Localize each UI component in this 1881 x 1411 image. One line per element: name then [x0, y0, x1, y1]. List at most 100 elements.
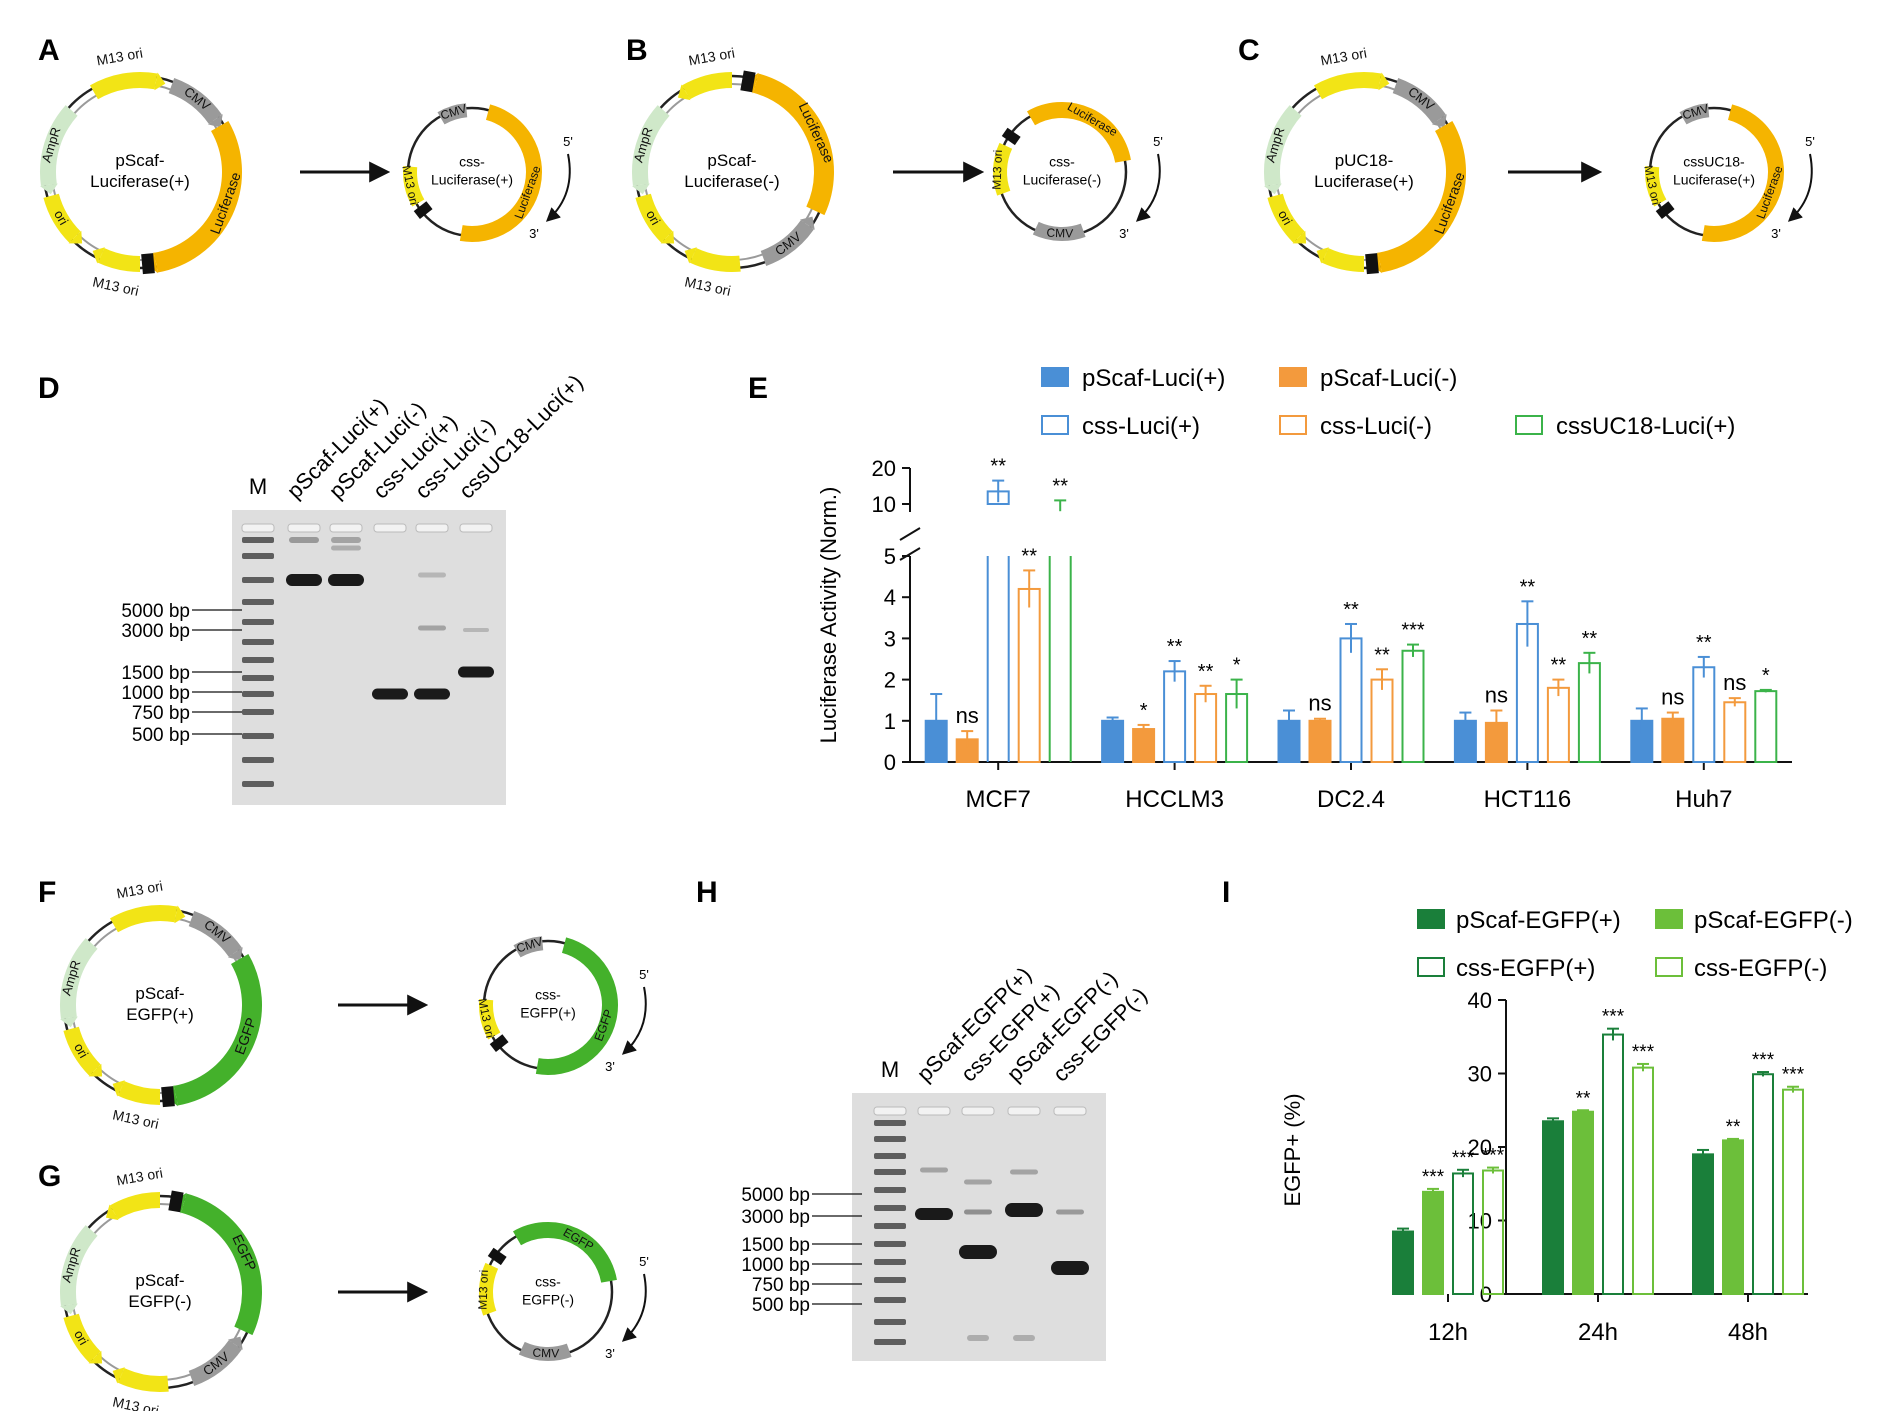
label-m13-top: M13 ori — [115, 1165, 164, 1189]
m13-ori-segment-tip — [105, 1204, 119, 1221]
significance-label: ** — [1021, 545, 1037, 567]
y-tick-label: 1 — [884, 709, 896, 734]
ladder-band — [242, 675, 274, 681]
ampr-segment-tip — [1263, 183, 1282, 195]
css-gene-segment — [1701, 104, 1784, 242]
ladder-band — [874, 1319, 906, 1325]
significance-label: ** — [1167, 636, 1183, 658]
bar — [1752, 1073, 1774, 1295]
css-marker — [1001, 127, 1021, 146]
m13-ori-segment — [110, 1192, 161, 1220]
m13-ori-bottom-segment-tip — [112, 1080, 125, 1097]
css-label-m13: M13 ori — [475, 997, 497, 1039]
panel-label-a: A — [38, 34, 60, 67]
legend-swatch — [1417, 909, 1445, 929]
ori-segment — [63, 1313, 101, 1363]
css-name: EGFP(-) — [522, 1292, 574, 1308]
significance-label: ** — [1582, 628, 1598, 650]
legend-label: cssUC18-Luci(+) — [1556, 413, 1735, 440]
scaffold-marker — [1365, 253, 1379, 275]
scaffold-marker — [161, 1086, 175, 1108]
significance-label: ns — [1485, 683, 1508, 708]
significance-label: ns — [1723, 670, 1746, 695]
x-tick-label: MCF7 — [966, 786, 1031, 813]
ampr-segment — [632, 105, 670, 186]
ampr-segment — [60, 1225, 98, 1306]
m13-ori-segment — [110, 905, 178, 933]
significance-label: * — [1140, 700, 1148, 722]
css-name: Luciferase(-) — [1023, 172, 1102, 188]
size-label: 1000 bp — [741, 1255, 810, 1276]
css-cmv-segment — [437, 103, 468, 125]
ori-segment — [63, 1026, 101, 1076]
m13-ori-bottom-segment — [689, 248, 741, 272]
legend-swatch — [1279, 415, 1307, 435]
legend-label: css-EGFP(-) — [1694, 955, 1827, 982]
cmv-segment-tip — [207, 114, 223, 128]
plasmid-name: Luciferase(+) — [1314, 172, 1414, 191]
bar — [1542, 1120, 1564, 1296]
five-prime-label: 5' — [639, 967, 649, 982]
bar — [1422, 1190, 1444, 1295]
x-tick-label: 12h — [1428, 1319, 1468, 1346]
gel-well — [873, 1106, 907, 1116]
axis-break-mark — [899, 547, 921, 561]
ori-segment — [43, 193, 81, 243]
label-ori: ori — [71, 1327, 91, 1347]
ori-segment-tip — [88, 1063, 103, 1077]
cmv-segment-tip — [799, 216, 815, 230]
bar — [1692, 1153, 1714, 1295]
label-m13-bottom: M13 ori — [91, 273, 140, 298]
gel-band — [967, 1335, 989, 1341]
panel-label-c: C — [1238, 34, 1260, 67]
significance-label: *** — [1482, 1146, 1505, 1167]
gel-band — [920, 1167, 948, 1173]
bar — [1132, 728, 1156, 763]
bar-lower-part — [986, 556, 1010, 762]
gel-band — [458, 666, 494, 678]
ladder-band — [874, 1223, 906, 1229]
ori-segment — [1267, 193, 1305, 243]
m13-ori-bottom-segment — [117, 1081, 161, 1105]
legend-swatch — [1041, 415, 1069, 435]
gene-segment — [1377, 121, 1466, 273]
ladder-band — [242, 691, 274, 697]
panel-label-f: F — [38, 876, 56, 909]
panel-label-e: E — [748, 372, 768, 405]
bar — [1452, 1172, 1474, 1295]
cmv-segment-tip — [227, 1336, 243, 1350]
panel-label-h: H — [696, 876, 718, 909]
size-label: 500 bp — [752, 1295, 810, 1316]
five-prime-label: 5' — [639, 1254, 649, 1269]
css-name: css- — [1049, 154, 1075, 170]
size-label: 3000 bp — [741, 1207, 810, 1228]
bar — [1782, 1088, 1804, 1296]
ladder-band — [242, 781, 274, 787]
significance-label: ** — [1374, 644, 1390, 666]
plasmid-name: pUC18- — [1335, 151, 1394, 170]
y-tick-label: 20 — [1468, 1135, 1492, 1160]
ladder-band — [874, 1153, 906, 1159]
plasmid-maps: pScaf-Luciferase(+)M13 oriCMVLuciferaseM… — [39, 45, 1815, 1411]
gel-band — [1013, 1335, 1035, 1341]
legend-swatch — [1655, 957, 1683, 977]
x-tick-label: HCT116 — [1484, 786, 1572, 813]
gel-well — [459, 523, 493, 533]
css-label-m13: M13 ori — [990, 149, 1005, 189]
label-gene: Luciferase — [1431, 170, 1468, 236]
label-m13-top: M13 ori — [687, 45, 736, 69]
gel-band — [331, 537, 361, 543]
gel-well — [415, 523, 449, 533]
ampr-segment — [40, 105, 78, 186]
css-m13-segment — [1645, 165, 1667, 207]
css-name: cssUC18- — [1683, 154, 1745, 170]
gel-well — [373, 523, 407, 533]
significance-label: *** — [1422, 1167, 1445, 1188]
significance-label: ** — [1726, 1117, 1741, 1138]
bar — [1754, 690, 1778, 763]
css-cmv-segment — [518, 1341, 572, 1361]
plasmid-name: EGFP(-) — [128, 1292, 191, 1311]
y-axis-title: EGFP+ (%) — [1280, 1093, 1305, 1206]
